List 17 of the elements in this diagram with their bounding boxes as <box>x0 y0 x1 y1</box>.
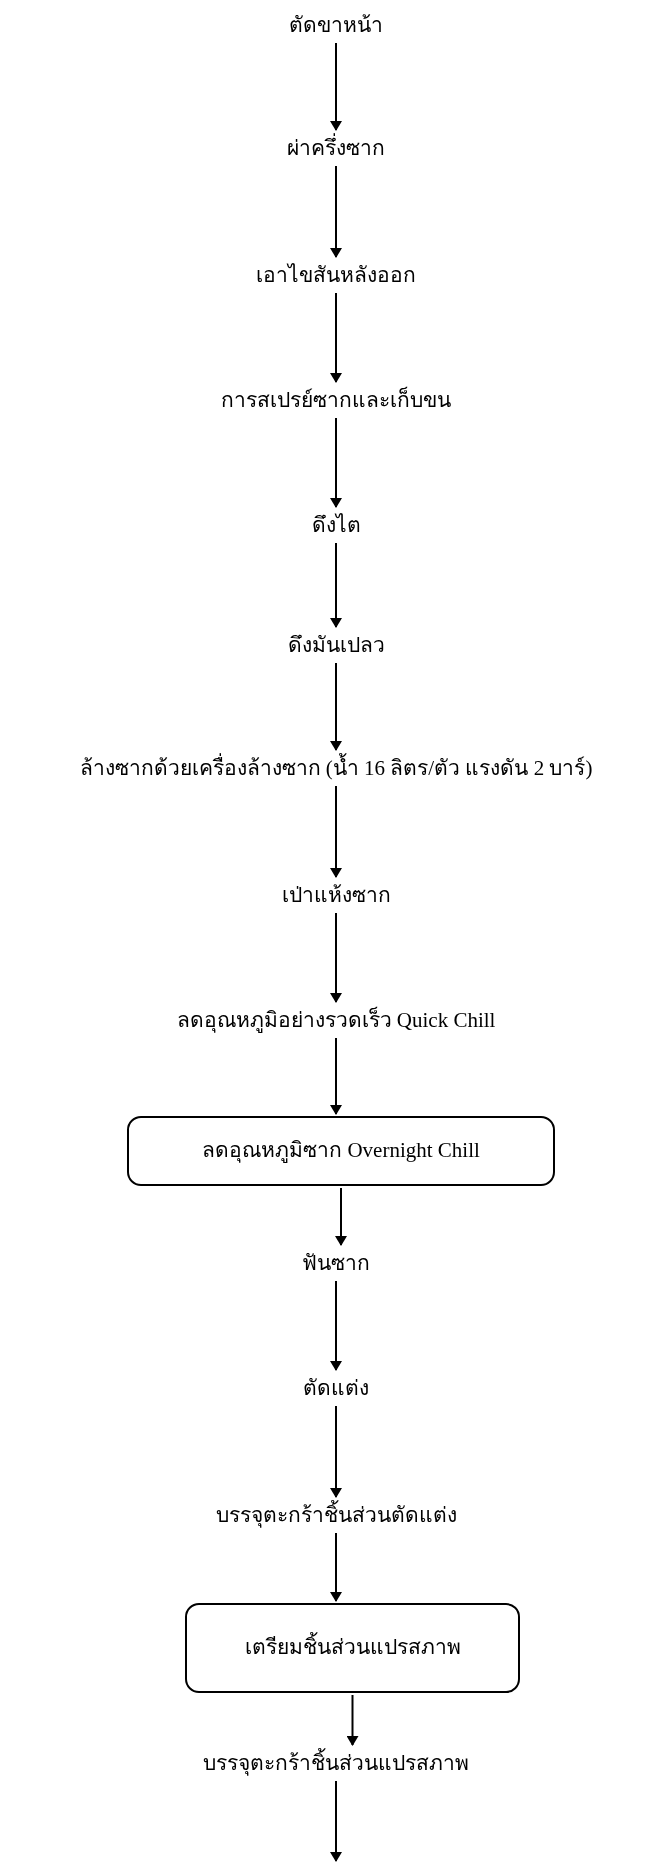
arrow <box>335 1187 347 1246</box>
arrow <box>330 1405 342 1498</box>
arrow <box>330 165 342 258</box>
arrow <box>330 1780 342 1862</box>
arrow <box>330 785 342 878</box>
process-box: เตรียมชิ้นส่วนแปรสภาพ <box>185 1603 520 1693</box>
arrow <box>330 292 342 383</box>
arrow <box>330 1037 342 1115</box>
arrow <box>330 417 342 508</box>
arrow <box>330 912 342 1003</box>
arrow <box>330 542 342 628</box>
arrow <box>346 1694 359 1746</box>
process-box: ลดอุณหภูมิซาก Overnight Chill <box>127 1116 555 1186</box>
arrow <box>330 42 342 131</box>
arrow <box>330 662 342 751</box>
arrow <box>330 1280 342 1371</box>
arrow <box>330 1532 342 1602</box>
